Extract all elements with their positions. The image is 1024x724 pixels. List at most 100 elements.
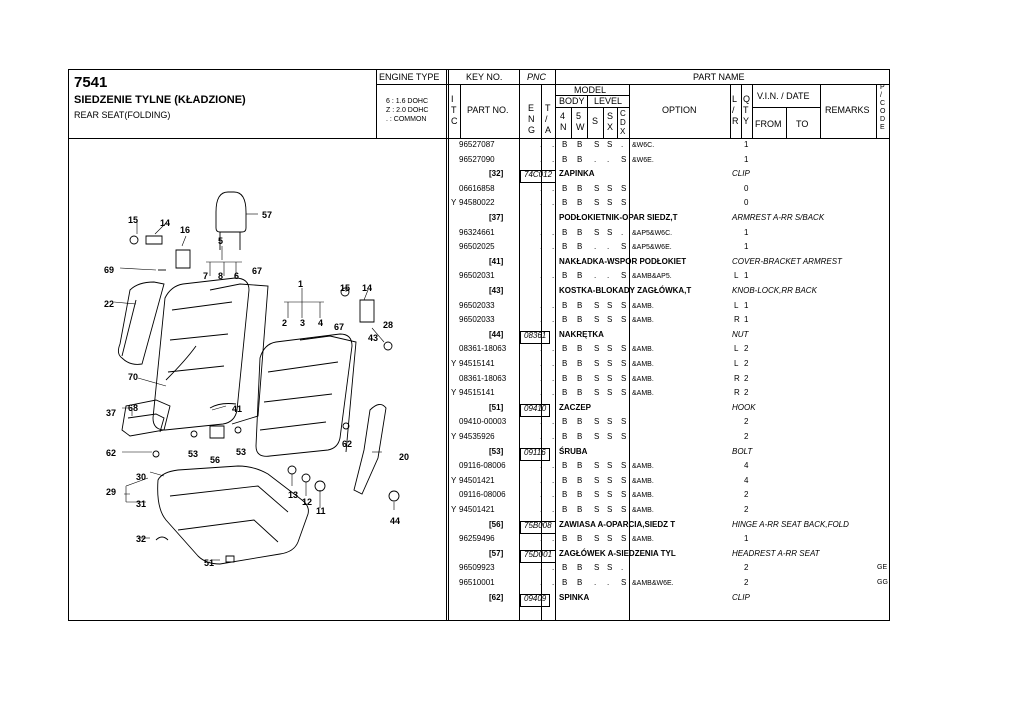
part-name-en-cell: CLIP [732, 592, 750, 602]
itc-cell: Y [451, 198, 457, 208]
body-5w-cell: B [577, 475, 583, 485]
level-sx-cell: S [607, 344, 613, 354]
part-name-header: PART NAME [693, 72, 745, 82]
qty-cell: 2 [744, 359, 749, 368]
ta-cell: . [552, 300, 555, 310]
option-cell: &AP5&W6C. [632, 229, 673, 237]
level-sx-cell: . [607, 271, 610, 281]
title-engine-divider [376, 69, 377, 138]
ta-cell: . [552, 505, 555, 514]
option-cell: &AMB. [632, 302, 654, 310]
key-cell: [44] [489, 329, 504, 339]
body-4n-cell: B [562, 578, 568, 587]
itc-cell: Y [451, 359, 457, 368]
level-header: LEVEL [594, 96, 623, 106]
col-b4 [571, 107, 572, 138]
part-name-en-cell: CLIP [732, 169, 750, 179]
hdr-rule-model [555, 95, 629, 96]
body-5w-cell: B [577, 227, 583, 237]
body-5w-cell: B [577, 271, 583, 281]
callout-label: 4 [318, 318, 324, 328]
level-s-cell: . [594, 154, 597, 164]
key-cell: [41] [489, 256, 504, 266]
ta-cell: . [552, 344, 555, 354]
eng-cell: . [540, 242, 543, 252]
nut-12-drawing [301, 473, 311, 483]
leader-lines [113, 213, 395, 561]
level-cdx-cell: S [621, 388, 627, 398]
callout-label: 32 [136, 534, 147, 544]
level-s-header: S [592, 116, 599, 126]
clip-15-drawing [129, 235, 139, 245]
qty-cell: 2 [744, 563, 749, 573]
option-cell: &AMB. [632, 375, 654, 383]
ta-cell: . [552, 534, 555, 544]
col-to [820, 84, 821, 138]
ta-cell: . [552, 271, 555, 281]
itc-cell: Y [451, 388, 457, 398]
pnc-cell: 75D001 [520, 549, 557, 563]
eng-cell: . [540, 388, 543, 398]
level-cdx-cell: . [621, 563, 624, 573]
part-name-en-cell: ARMREST A-RR S/BACK [732, 213, 825, 222]
body-4n-cell: B [562, 300, 568, 310]
bolt-53b-drawing [234, 426, 242, 434]
body-5w-cell: B [577, 344, 583, 354]
level-cdx-cell: S [621, 271, 627, 281]
col-b5 [587, 95, 588, 138]
remark-cell: GE [877, 564, 888, 572]
level-cdx-cell: . [621, 140, 624, 149]
callout-label: 3 [300, 318, 306, 328]
part-no-cell: 96502025 [459, 242, 495, 252]
level-s-cell: S [594, 227, 600, 237]
callout-label: 15 [340, 283, 351, 293]
lr-cell: L [734, 344, 739, 354]
col-option [730, 84, 731, 138]
bolt-53-drawing [190, 430, 198, 438]
part-name-en-cell: HEADREST A-RR SEAT [732, 548, 820, 558]
option-cell: &AMB. [632, 390, 654, 398]
clip-32-drawing [155, 536, 169, 541]
eng-cell: . [540, 563, 543, 573]
callout-label: 44 [390, 516, 401, 526]
col-eng [541, 84, 542, 621]
washer-11-drawing [314, 480, 326, 492]
qty-cell: 2 [744, 344, 749, 354]
qty-cell: 1 [744, 300, 749, 310]
part-name-en-cell: HINGE A-RR SEAT BACK,FOLD [732, 519, 849, 529]
callout-label: 28 [383, 320, 394, 330]
level-s-cell: S [594, 140, 600, 149]
